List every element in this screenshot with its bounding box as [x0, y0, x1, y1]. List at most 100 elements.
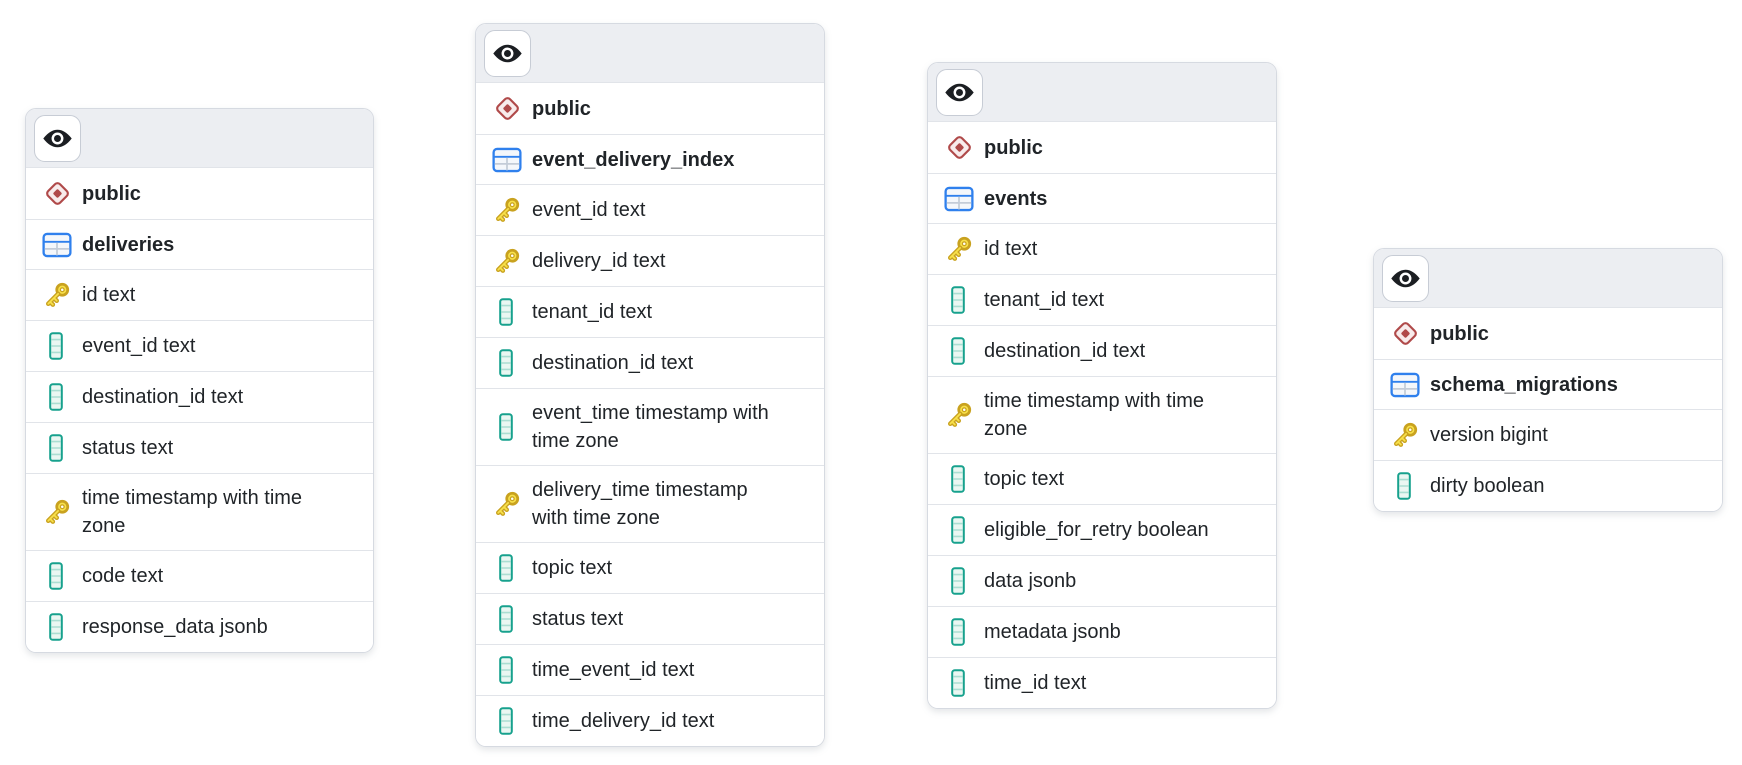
column-icon	[942, 566, 976, 596]
column-label: status text	[532, 608, 624, 630]
column-icon	[490, 412, 524, 442]
column-row: destination_id text	[476, 337, 824, 388]
card-header	[26, 109, 373, 167]
column-row: response_data jsonb	[26, 601, 373, 652]
column-row: time timestamp with time zone	[928, 376, 1276, 453]
column-label: eligible_for_retry boolean	[984, 519, 1209, 541]
schema-icon	[1388, 318, 1422, 349]
primary-key-icon	[942, 400, 976, 430]
schema-row: public	[928, 121, 1276, 173]
visibility-toggle-button[interactable]	[484, 29, 531, 77]
primary-key-icon	[40, 497, 74, 527]
table-name: event_delivery_index	[532, 148, 735, 171]
column-row: topic text	[476, 542, 824, 593]
schema-row: public	[1374, 307, 1722, 359]
columns-list: version bigint dirty boolean	[1374, 409, 1722, 511]
primary-key-icon	[490, 195, 524, 225]
column-icon	[40, 433, 74, 463]
column-label: dirty boolean	[1430, 475, 1545, 497]
column-label: event_id text	[82, 335, 196, 357]
visibility-toggle-button[interactable]	[34, 114, 81, 162]
column-label: id text	[984, 238, 1038, 260]
schema-name: public	[1430, 322, 1489, 345]
table-name-row: event_delivery_index	[476, 134, 824, 184]
column-row: eligible_for_retry boolean	[928, 504, 1276, 555]
column-icon	[1388, 471, 1422, 501]
column-label: tenant_id text	[532, 301, 653, 323]
column-icon	[942, 336, 976, 366]
visibility-toggle-button[interactable]	[1382, 254, 1429, 302]
column-icon	[40, 382, 74, 412]
column-label: destination_id text	[82, 386, 244, 408]
table-icon	[1388, 371, 1422, 399]
table-card-event_delivery_index[interactable]: public event_delivery_index event_id tex	[475, 23, 825, 747]
column-row: event_id text	[26, 320, 373, 371]
table-icon	[40, 231, 74, 259]
column-icon	[942, 617, 976, 647]
column-label: response_data jsonb	[82, 616, 268, 638]
column-row: id text	[26, 269, 373, 320]
column-label: time timestamp with time zone	[984, 390, 1205, 440]
column-icon	[490, 655, 524, 685]
table-name-row: schema_migrations	[1374, 359, 1722, 409]
schema-row: public	[476, 82, 824, 134]
columns-list: id text tenant_id text destination_id te…	[928, 223, 1276, 708]
column-row: time_delivery_id text	[476, 695, 824, 746]
column-row: version bigint	[1374, 409, 1722, 460]
table-icon	[490, 146, 524, 174]
schema-name: public	[984, 136, 1043, 159]
eye-icon	[43, 129, 72, 147]
table-name: events	[984, 187, 1048, 210]
column-icon	[40, 331, 74, 361]
column-label: version bigint	[1430, 424, 1548, 446]
column-label: destination_id text	[984, 340, 1146, 362]
table-card-events[interactable]: public events id text	[927, 62, 1277, 709]
column-row: status text	[476, 593, 824, 644]
column-row: code text	[26, 550, 373, 601]
eye-icon	[493, 44, 522, 62]
column-label: event_time timestamp with time zone	[532, 402, 769, 452]
column-label: id text	[82, 284, 136, 306]
column-icon	[490, 706, 524, 736]
column-icon	[490, 604, 524, 634]
table-name-row: deliveries	[26, 219, 373, 269]
table-name: schema_migrations	[1430, 373, 1618, 396]
primary-key-icon	[490, 246, 524, 276]
column-icon	[40, 561, 74, 591]
table-card-deliveries[interactable]: public deliveries id text	[25, 108, 374, 653]
column-row: time_id text	[928, 657, 1276, 708]
column-icon	[942, 464, 976, 494]
column-row: tenant_id text	[476, 286, 824, 337]
column-row: time_event_id text	[476, 644, 824, 695]
column-label: delivery_time timestamp with time zone	[532, 479, 748, 529]
schema-name: public	[82, 182, 141, 205]
schema-icon	[40, 178, 74, 209]
column-label: destination_id text	[532, 352, 694, 374]
column-icon	[490, 348, 524, 378]
column-row: event_id text	[476, 184, 824, 235]
column-label: tenant_id text	[984, 289, 1105, 311]
column-row: tenant_id text	[928, 274, 1276, 325]
column-label: time_delivery_id text	[532, 710, 715, 732]
columns-list: id text event_id text destination_id tex…	[26, 269, 373, 652]
columns-list: event_id text delivery_id text tenant_id…	[476, 184, 824, 746]
eye-icon	[1391, 269, 1420, 287]
column-label: data jsonb	[984, 570, 1077, 592]
primary-key-icon	[490, 489, 524, 519]
visibility-toggle-button[interactable]	[936, 68, 983, 116]
column-label: status text	[82, 437, 174, 459]
column-row: topic text	[928, 453, 1276, 504]
column-row: destination_id text	[928, 325, 1276, 376]
column-row: destination_id text	[26, 371, 373, 422]
table-name-row: events	[928, 173, 1276, 223]
column-row: data jsonb	[928, 555, 1276, 606]
column-label: metadata jsonb	[984, 621, 1121, 643]
primary-key-icon	[942, 234, 976, 264]
column-icon	[942, 515, 976, 545]
card-header	[928, 63, 1276, 121]
column-row: delivery_time timestamp with time zone	[476, 465, 824, 542]
column-label: time timestamp with time zone	[82, 487, 303, 537]
column-icon	[40, 612, 74, 642]
table-card-schema_migrations[interactable]: public schema_migrations version bigint	[1373, 248, 1723, 512]
primary-key-icon	[1388, 420, 1422, 450]
